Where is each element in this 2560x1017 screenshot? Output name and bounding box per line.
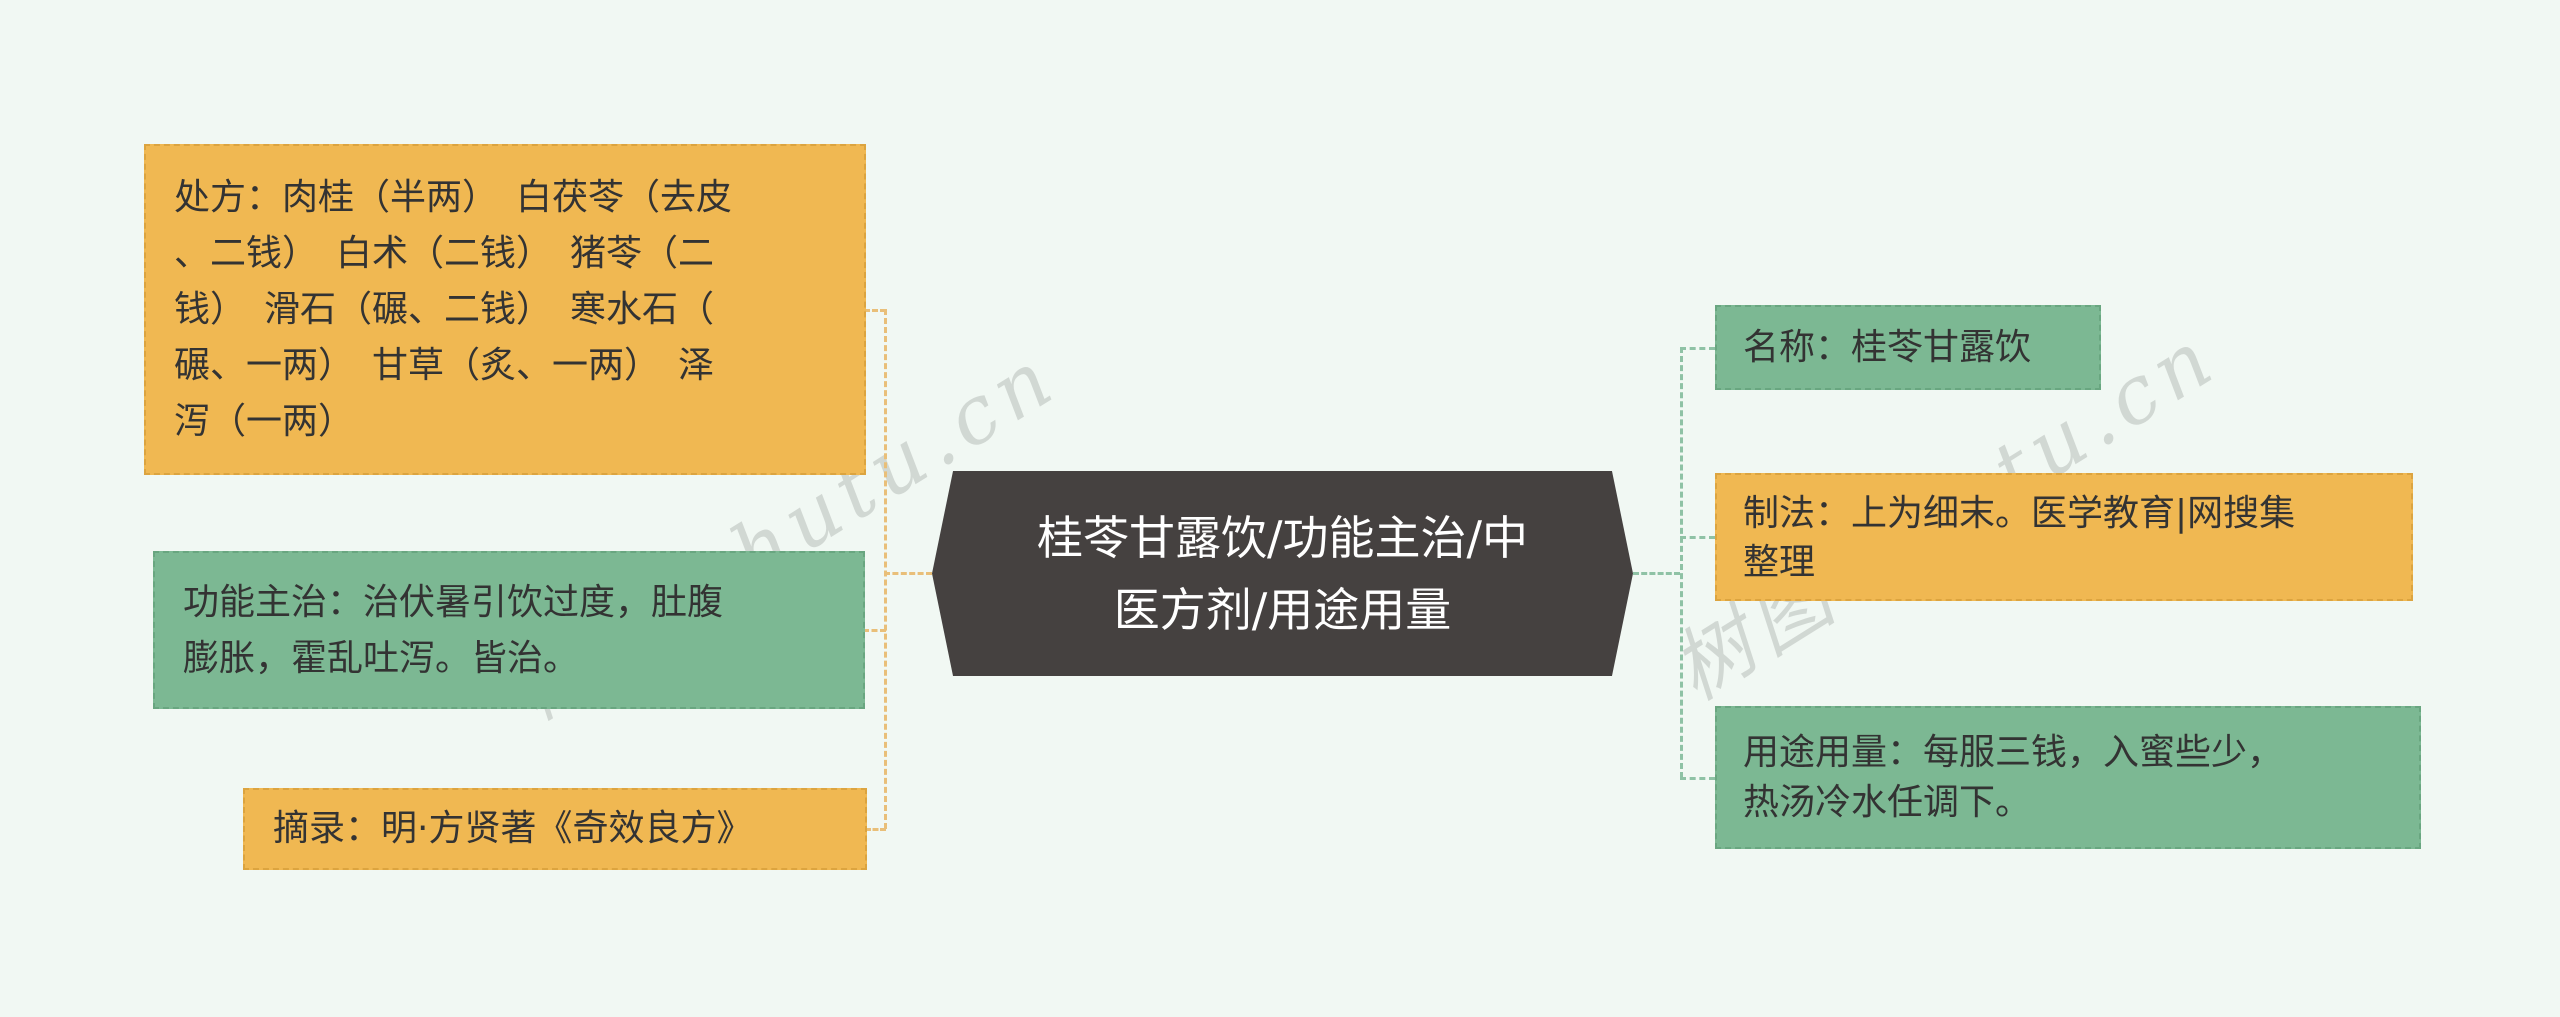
connector-left-stub-indications [863,629,886,632]
node-prescription[interactable]: 处方：肉桂（半两） 白茯苓（去皮 、二钱） 白术（二钱） 猪苓（二 钱） 滑石（… [144,144,866,475]
connector-right-stub-center [1633,572,1680,575]
node-method[interactable]: 制法：上为细末。医学教育|网搜集 整理 [1715,473,2413,601]
connector-right-stub-method [1680,536,1715,539]
connector-right-stub-name [1680,347,1715,350]
node-indications[interactable]: 功能主治：治伏暑引饮过度，肚腹 膨胀，霍乱吐泻。皆治。 [153,551,865,709]
connector-right-stub-dosage [1680,777,1715,780]
connector-left-stub-center [884,572,932,575]
connector-left-stub-excerpt [865,828,886,831]
node-center-topic[interactable]: 桂苓甘露饮/功能主治/中 医方剂/用途用量 [932,471,1633,676]
connector-right-bracket [1680,347,1683,778]
node-name[interactable]: 名称：桂苓甘露饮 [1715,305,2101,390]
connector-left-stub-prescription [864,309,886,312]
connector-left-bracket [884,309,887,829]
node-dosage[interactable]: 用途用量：每服三钱，入蜜些少， 热汤冷水任调下。 [1715,706,2421,849]
node-excerpt[interactable]: 摘录：明·方贤著《奇效良方》 [243,788,867,870]
